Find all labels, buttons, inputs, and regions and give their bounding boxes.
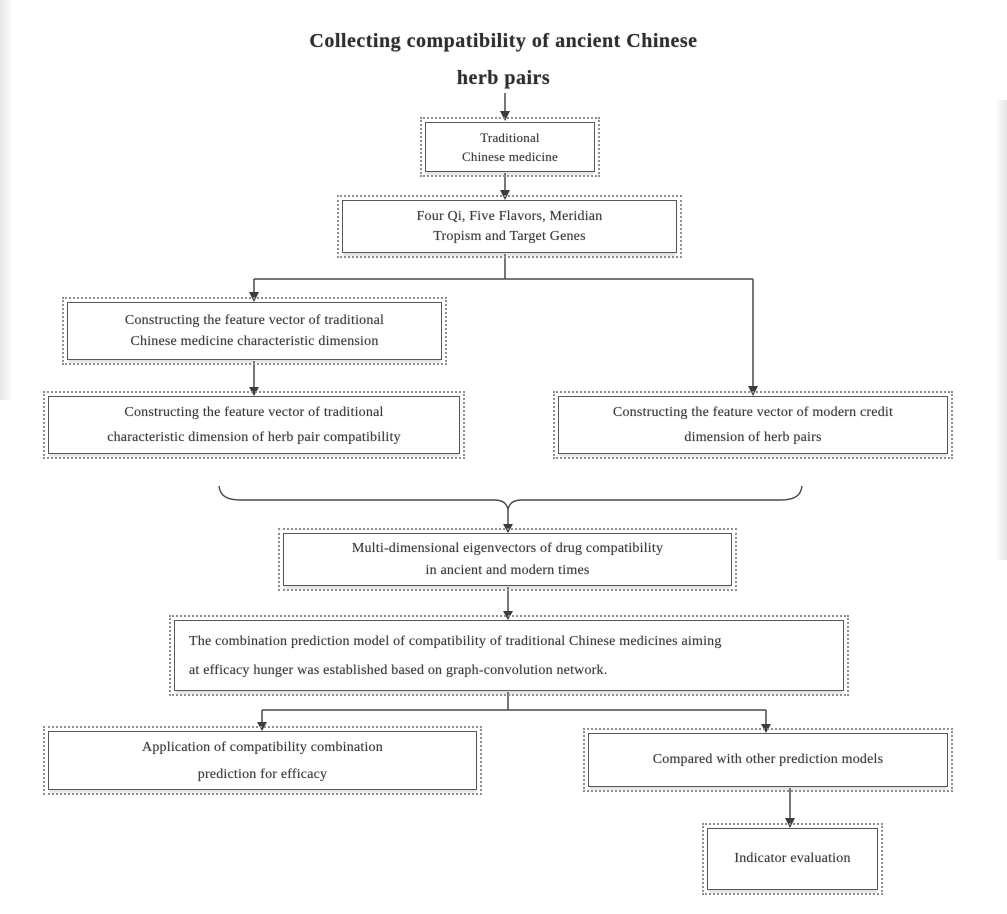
box-text-line: Tropism and Target Genes <box>433 228 586 244</box>
box-feature-vector-modern-credit: Constructing the feature vector of moder… <box>553 391 953 459</box>
box-four-qi-five-flavors: Four Qi, Five Flavors, Meridian Tropism … <box>337 195 682 258</box>
arrowhead-icon <box>748 386 758 396</box>
box-text-line: characteristic dimension of herb pair co… <box>107 430 401 445</box>
connector-model-split <box>261 692 767 725</box>
box-combination-prediction-model: The combination prediction model of comp… <box>169 615 849 696</box>
box-compared-prediction-models: Compared with other prediction models <box>583 728 953 792</box>
arrowhead-icon <box>500 111 510 121</box>
box-text-line: Compared with other prediction models <box>652 752 884 767</box>
box-multi-dimensional-eigenvectors: Multi-dimensional eigenvectors of drug c… <box>278 528 737 591</box>
box-text-line: dimension of herb pairs <box>684 430 822 445</box>
arrowhead-icon <box>503 611 513 620</box>
scan-artifact-left <box>0 0 13 400</box>
box-text-line: Constructing the feature vector of tradi… <box>124 313 385 328</box>
box-text-line: at efficacy hunger was established based… <box>189 662 608 678</box>
arrowhead-icon <box>503 524 513 533</box>
scan-artifact-right <box>995 100 1007 560</box>
figure-title-line2: herb pairs <box>456 67 551 89</box>
box-text-line: Constructing the feature vector of tradi… <box>124 405 384 420</box>
arrowhead-icon <box>249 387 259 396</box>
box-text-line: Chinese medicine <box>462 149 558 164</box>
box-text-line: Constructing the feature vector of moder… <box>612 405 894 420</box>
box-text-line: Chinese medicine characteristic dimensio… <box>130 334 379 349</box>
box-text-line: The combination prediction model of comp… <box>189 633 722 649</box>
arrowhead-icon <box>761 724 771 733</box>
arrowhead-icon <box>785 818 795 828</box>
box-text-line: Traditional <box>480 130 540 145</box>
arrowhead-icon <box>257 722 267 731</box>
box-text-line: in ancient and modern times <box>425 562 590 578</box>
box-text-line: Indicator evaluation <box>734 851 851 866</box>
figure-title-line1: Collecting compatibility of ancient Chin… <box>309 30 698 52</box>
box-indicator-evaluation: Indicator evaluation <box>702 823 883 895</box>
box-feature-vector-herb-pair-compatibility: Constructing the feature vector of tradi… <box>43 391 465 459</box>
box-text-line: Multi-dimensional eigenvectors of drug c… <box>351 540 664 556</box>
box-traditional-chinese-medicine: Traditional Chinese medicine <box>420 117 600 177</box>
box-application-prediction: Application of compatibility combination… <box>43 726 482 795</box>
brace-merge <box>218 485 803 512</box>
box-text-line: Four Qi, Five Flavors, Meridian <box>416 208 603 224</box>
box-feature-vector-tcm-dimension: Constructing the feature vector of tradi… <box>62 297 447 365</box>
arrowhead-icon <box>249 292 259 302</box>
box-text-line: Application of compatibility combination <box>142 739 383 755</box>
arrowhead-icon <box>500 190 510 200</box>
box-text-line: prediction for efficacy <box>197 766 328 782</box>
